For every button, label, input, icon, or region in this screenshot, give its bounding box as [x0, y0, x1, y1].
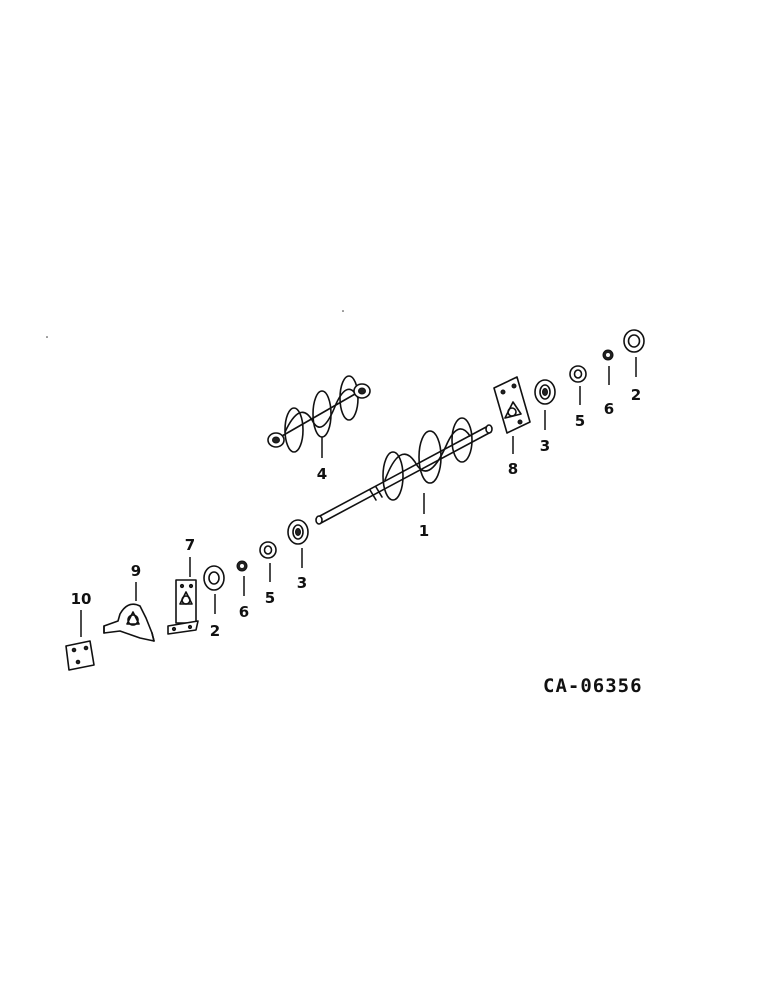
callout-shim-plate: 10	[71, 590, 92, 608]
auger-flighting	[267, 375, 371, 453]
shim-plate	[65, 640, 95, 671]
flange-plate	[493, 376, 531, 434]
callout-flange-plate: 8	[508, 460, 518, 478]
callout-bearing-left: 3	[297, 574, 307, 592]
outer-ring-right	[623, 329, 645, 353]
callout-bearing-right: 3	[540, 437, 550, 455]
callout-bearing-housing: 9	[131, 562, 141, 580]
outer-ring-left	[203, 565, 225, 591]
collar-left	[259, 541, 277, 559]
auger-shaft	[315, 417, 493, 525]
callout-collar-left: 5	[265, 589, 275, 607]
bracket-plate	[167, 579, 199, 635]
callout-outer-ring-left: 2	[210, 622, 220, 640]
callout-outer-ring-right: 2	[631, 386, 641, 404]
callout-auger-shaft: 1	[419, 522, 429, 540]
collar-right	[569, 365, 587, 383]
speck	[342, 310, 344, 312]
nut-right	[602, 349, 614, 361]
bearing-left	[287, 519, 309, 545]
bearing-right	[534, 379, 556, 405]
nut-left	[236, 560, 248, 572]
callout-bracket-plate: 7	[185, 536, 195, 554]
callout-flighting: 4	[317, 465, 327, 483]
callout-nut-right: 6	[604, 400, 614, 418]
bearing-housing	[103, 603, 155, 642]
callout-nut-left: 6	[239, 603, 249, 621]
speck	[46, 336, 48, 338]
reference-code: CA-06356	[543, 675, 643, 697]
callout-collar-right: 5	[575, 412, 585, 430]
